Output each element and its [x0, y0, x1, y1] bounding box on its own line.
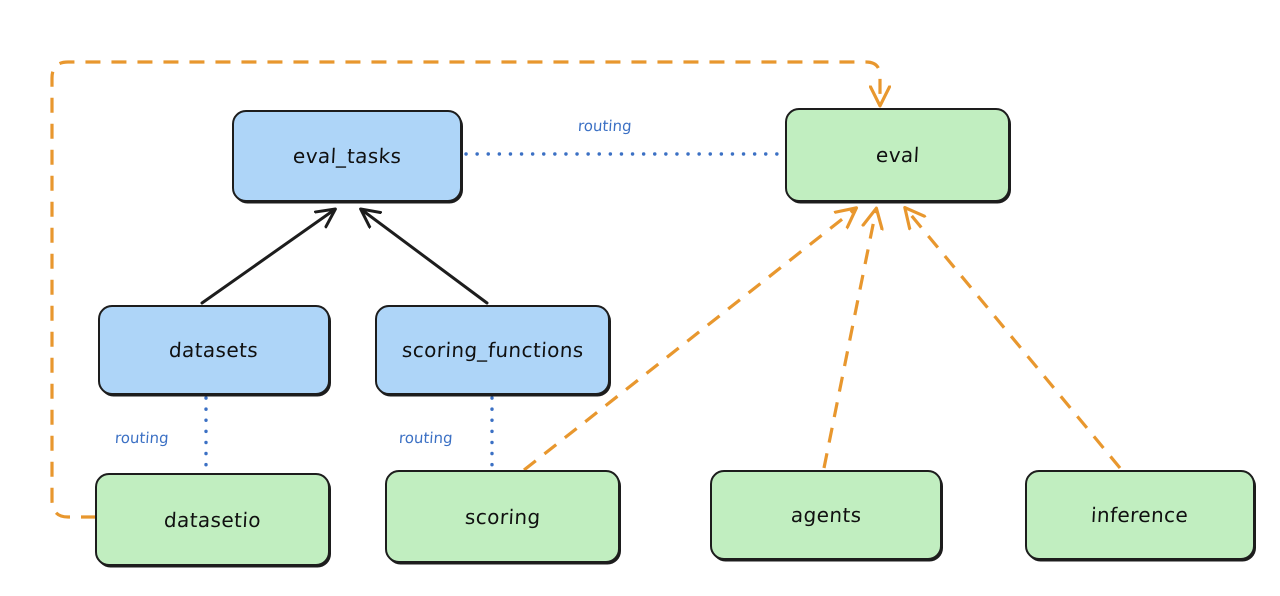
node-scoring[interactable]: scoring: [385, 470, 620, 563]
node-label: datasetio: [163, 507, 262, 532]
edge-label-routing-eval: routing: [577, 117, 633, 135]
node-label: inference: [1090, 503, 1190, 527]
edge-label-routing-datasetio: routing: [114, 429, 170, 447]
node-scoring-functions[interactable]: scoring_functions: [375, 305, 610, 395]
edge-inference-eval: [906, 209, 1122, 470]
edge-scoring_functions-eval_tasks: [362, 210, 489, 305]
node-inference[interactable]: inference: [1025, 470, 1255, 560]
node-agents[interactable]: agents: [710, 470, 942, 560]
node-eval[interactable]: eval: [785, 108, 1010, 202]
node-label: eval_tasks: [292, 144, 402, 168]
node-label: eval: [875, 143, 920, 167]
node-label: datasets: [168, 338, 260, 362]
node-datasetio[interactable]: datasetio: [95, 473, 330, 566]
edge-agents-eval: [822, 210, 876, 469]
node-label: scoring_functions: [400, 338, 584, 362]
edge-datasetio-eval: [50, 60, 880, 519]
node-datasets[interactable]: datasets: [98, 305, 330, 395]
node-label: agents: [790, 503, 862, 527]
node-label: scoring: [464, 504, 541, 529]
edge-label-routing-scoring: routing: [398, 429, 454, 447]
node-eval-tasks[interactable]: eval_tasks: [232, 110, 462, 202]
edge-datasets-eval_tasks: [200, 210, 334, 305]
